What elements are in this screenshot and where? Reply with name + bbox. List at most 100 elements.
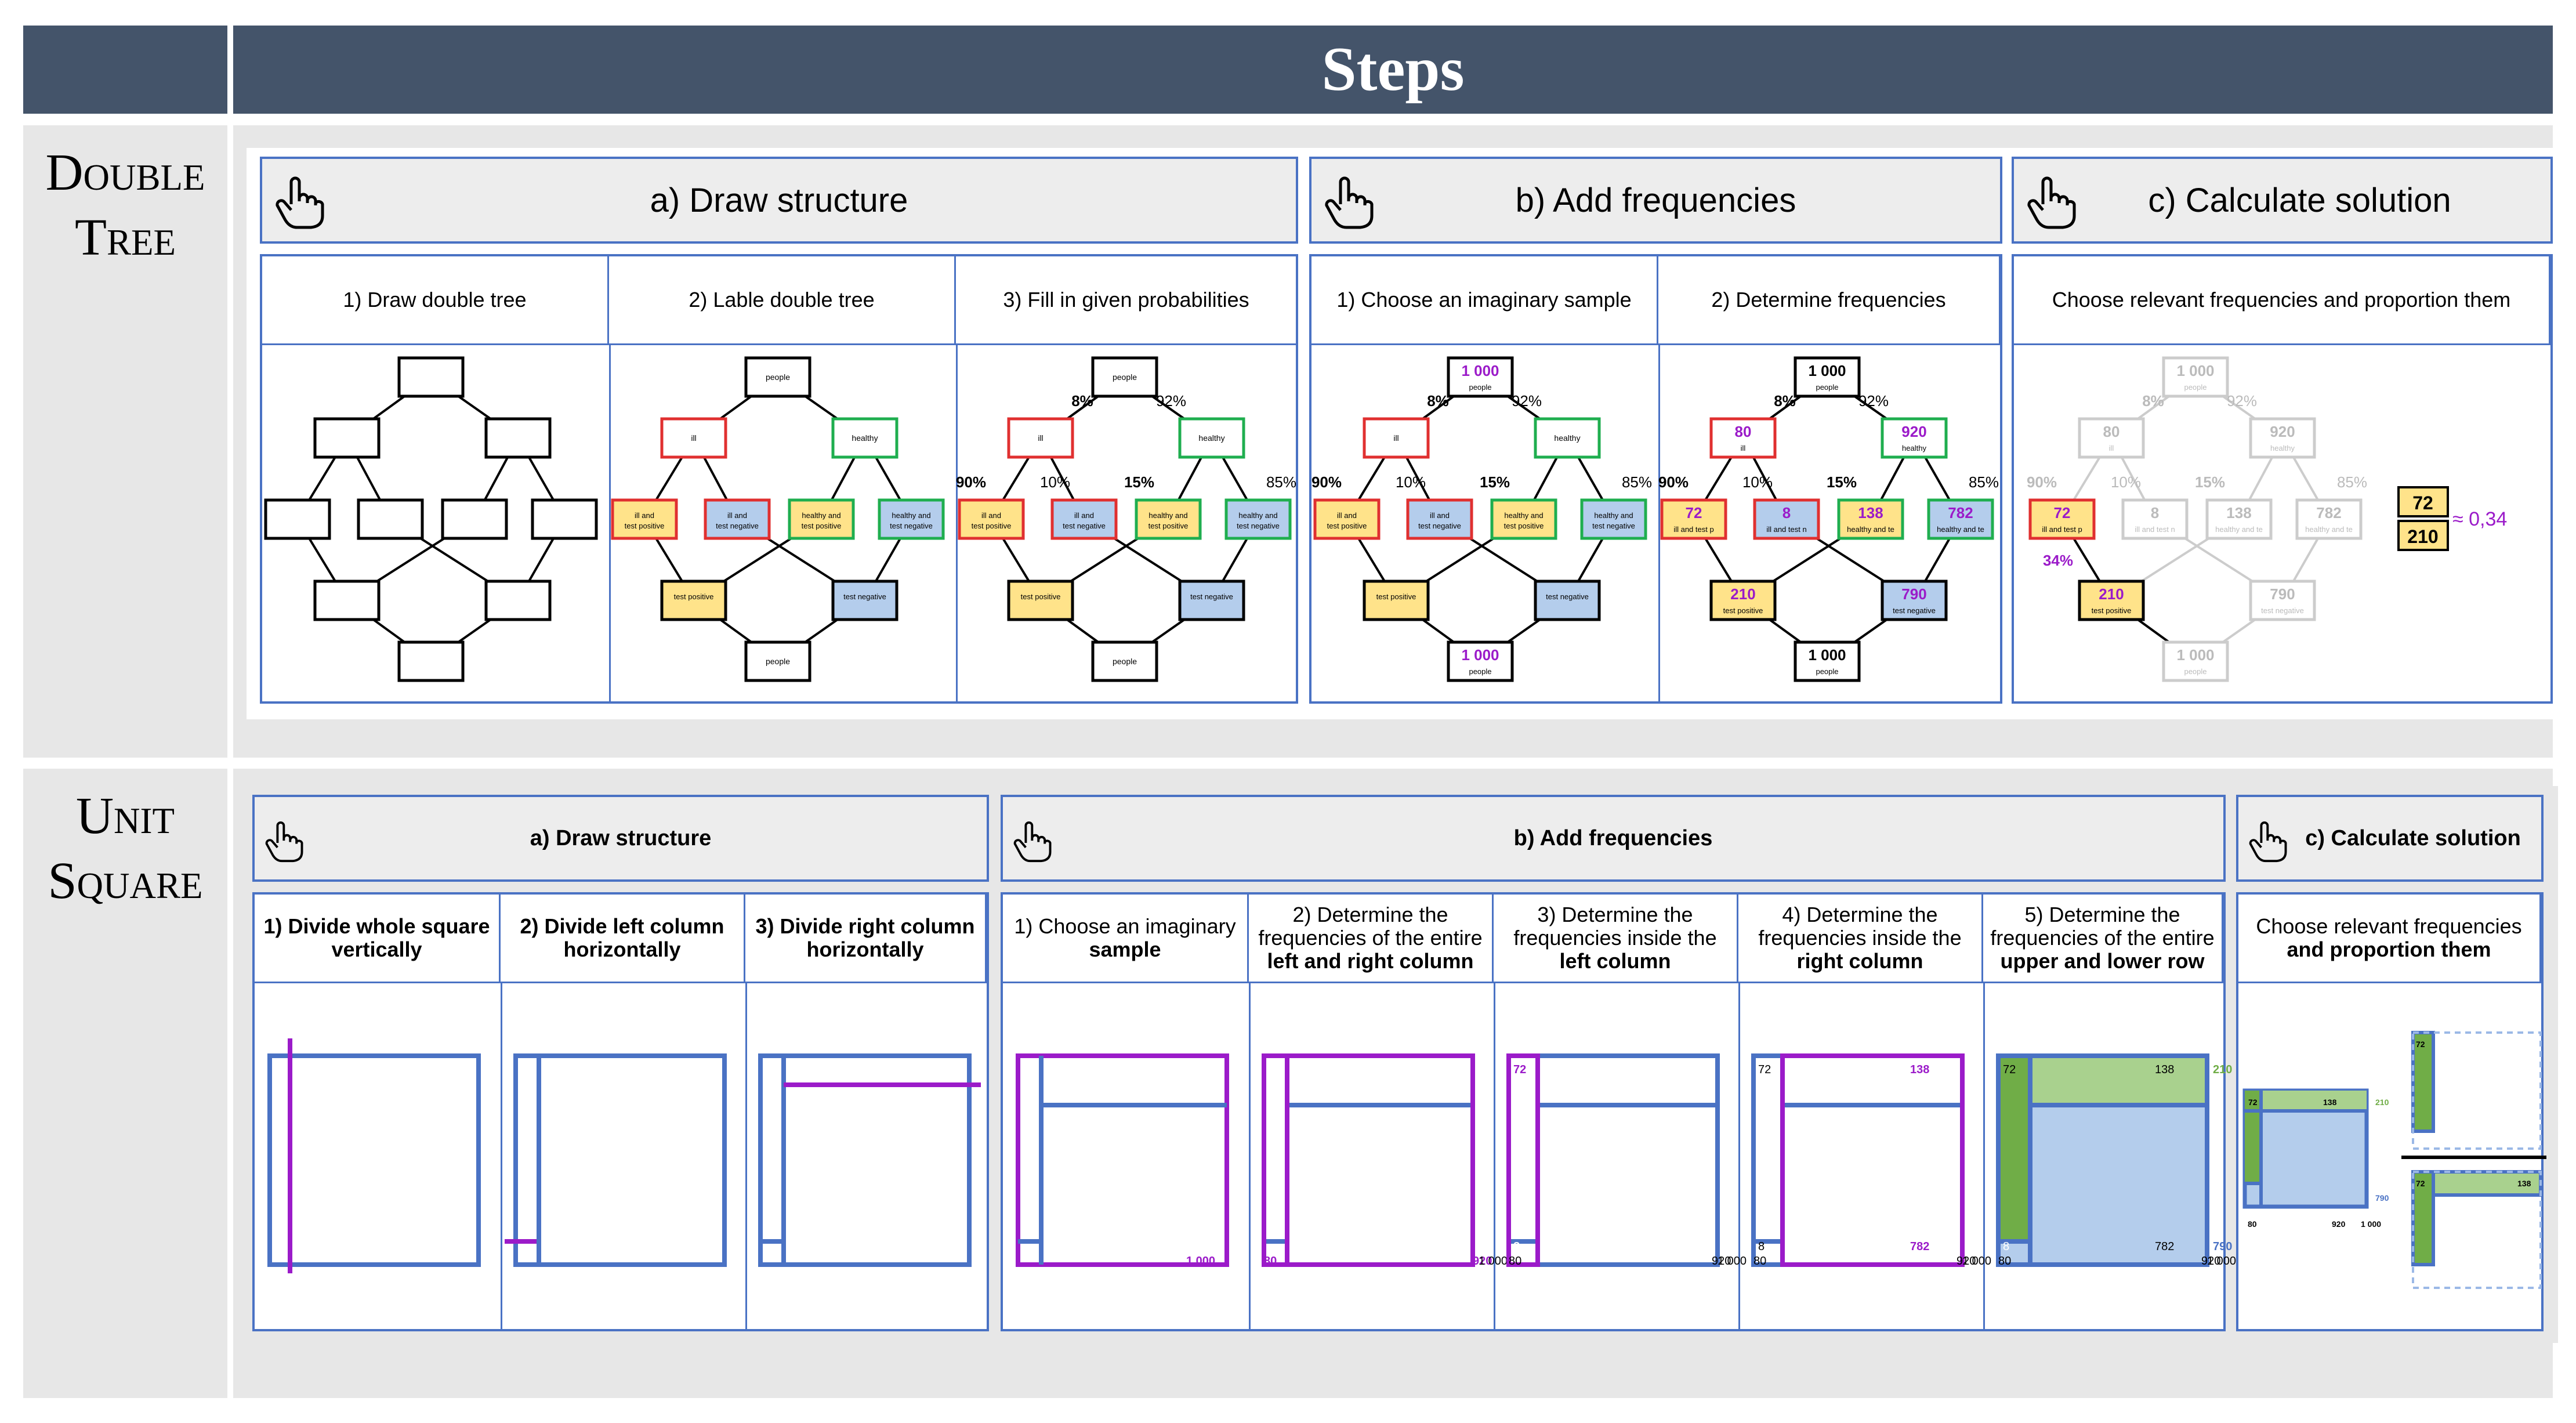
unit-square-step-b[interactable]: b) Add frequencies: [1001, 795, 2226, 882]
tree-text: 1 000: [1808, 362, 1846, 379]
tree-text: people: [1469, 383, 1491, 392]
tree-text: 80: [2103, 423, 2120, 440]
step-label: c) Calculate solution: [2148, 181, 2451, 219]
hand-pointer-icon: [265, 821, 303, 863]
tree-text: 90%: [1658, 473, 1689, 491]
square-outline: [1016, 1053, 1229, 1267]
tree-text: 80: [1735, 423, 1752, 440]
double-tree: [264, 356, 598, 682]
substep-title: 1) Draw double tree: [262, 256, 609, 343]
tree-text: test positive: [1504, 522, 1544, 530]
unit-square: [513, 1053, 727, 1267]
tree-text: 138: [2155, 1063, 2174, 1076]
tree-node: [1406, 498, 1473, 540]
tree-node: [1447, 640, 1514, 682]
tree-node: [2121, 498, 2189, 540]
tree-text: test negative: [1546, 592, 1589, 601]
tree-text: ill: [691, 433, 696, 443]
substep-title: 2) Determine frequencies: [1658, 256, 2001, 343]
substep-title: Choose relevant frequencies and proporti…: [2014, 256, 2550, 343]
tree-text: 90%: [956, 473, 986, 491]
tree-node: [1091, 640, 1158, 682]
tree-node: [1881, 580, 1948, 621]
tree-text: 790: [2270, 585, 2295, 603]
tree-node: [1709, 417, 1777, 459]
tree-text: 80: [1509, 1255, 1521, 1268]
tree-text: 72: [2416, 1179, 2425, 1188]
tree-node: [1178, 417, 1245, 459]
tree-text: 80: [2248, 1219, 2257, 1229]
tree-node: [2205, 498, 2273, 540]
tree-node: [2078, 417, 2145, 459]
hand-pointer-icon: [2249, 821, 2287, 863]
tree-text: people: [766, 657, 790, 666]
tree-text: 34%: [2043, 552, 2073, 569]
tree-text: test negative: [1237, 522, 1280, 530]
row-label-line: Unit: [76, 787, 175, 845]
tree-text: healthy and te: [1847, 525, 1894, 534]
square-dashed: [2412, 1031, 2542, 1150]
tree-text: 15%: [1827, 473, 1857, 491]
tree-text: 210: [2375, 1098, 2389, 1107]
unit-square-step-c[interactable]: c) Calculate solution: [2236, 795, 2544, 882]
tree-node: [660, 417, 727, 459]
row-label-line: Square: [48, 852, 203, 910]
square-highlight: [1285, 1053, 1475, 1267]
tree-node: [1135, 498, 1202, 540]
tree-node: [2249, 580, 2316, 621]
tree-text: ill and: [1430, 511, 1450, 520]
tree-text: ≈ 0,34: [2452, 508, 2507, 530]
tree-text: people: [1816, 383, 1838, 392]
tree-text: 72: [2003, 1063, 2016, 1076]
double-tree-step-a[interactable]: a) Draw structure: [260, 157, 1298, 244]
tree-text: 210: [2099, 585, 2124, 603]
tree-node: [1794, 356, 1861, 398]
tree-node: [660, 580, 727, 621]
tree-text: 85%: [1969, 473, 1999, 491]
tree-text: 85%: [2337, 473, 2367, 491]
tree-text: 72: [1758, 1063, 1771, 1076]
unit-square: 1 000: [1016, 1053, 1229, 1268]
tree-text: 1 000: [2176, 362, 2214, 379]
tree-text: 15%: [2195, 473, 2225, 491]
tree-node: [2078, 580, 2145, 621]
tree-text: 90%: [1311, 473, 1342, 491]
square-outline: [1262, 1053, 1475, 1267]
tree-text: 790: [1901, 585, 1926, 603]
tree-text: ill and: [981, 511, 1001, 520]
tree-node: [1660, 498, 1727, 540]
row-label-line: Double: [45, 144, 205, 201]
tree-text: people: [2184, 667, 2207, 676]
tree-text: test negative: [1592, 522, 1635, 530]
tree-text: test negative: [2261, 606, 2304, 615]
header-corner: [23, 26, 227, 114]
square-cell: [1998, 1241, 2030, 1265]
tree-node: [531, 498, 598, 540]
tree-text: healthy and: [802, 511, 840, 520]
row-label-unit-square: Unit Square: [23, 769, 227, 1398]
tree-text: ill: [1741, 444, 1746, 452]
tree-node: [831, 417, 898, 459]
tree-text: 210: [1730, 585, 1755, 603]
double-tree-box-a: 1) Draw double tree 2) Lable double tree…: [260, 254, 1298, 704]
unit-square-step-a[interactable]: a) Draw structure: [252, 795, 989, 882]
tree-text: test negative: [1893, 606, 1936, 615]
double-tree-step-b[interactable]: b) Add frequencies: [1309, 157, 2002, 244]
tree-text: 790: [2375, 1193, 2389, 1203]
tree-text: ill: [2109, 444, 2114, 452]
double-tree-step-c[interactable]: c) Calculate solution: [2012, 157, 2553, 244]
tree-text: 920: [1957, 1255, 1976, 1268]
row-label-double-tree: Double Tree: [23, 125, 227, 758]
